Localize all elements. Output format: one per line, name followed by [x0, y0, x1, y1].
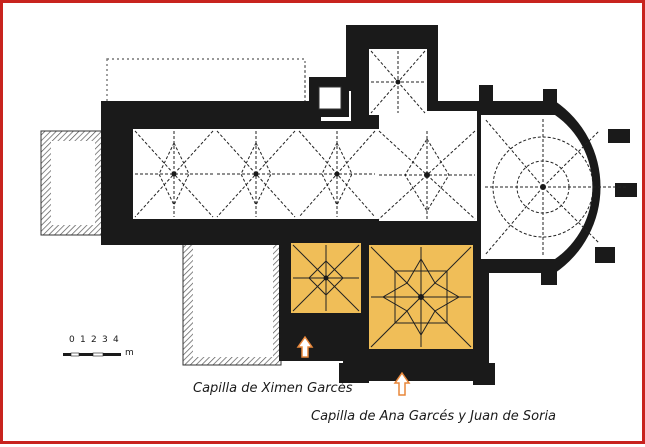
label-ximen-garces: Capilla de Ximen Garcés: [193, 381, 353, 396]
scale-tick-3: 3: [102, 335, 108, 345]
arrow-ana: [393, 371, 411, 396]
scale-tick-1: 1: [80, 335, 86, 345]
scale-tick-4: 4: [113, 335, 119, 345]
west-porch-interior: [51, 141, 95, 225]
south-annex-interior: [193, 245, 273, 357]
tower-annex-interior: [318, 86, 342, 110]
scale-tick-2: 2: [91, 335, 97, 345]
keystone-dots: [171, 79, 546, 300]
arrow-ximen: [296, 335, 314, 358]
scale-bar: [63, 352, 121, 357]
scale-tick-0: 0: [69, 335, 75, 345]
scale-unit: m: [125, 348, 134, 358]
church-floor-plan: [40, 25, 637, 396]
label-ana-garces-juan-de-soria: Capilla de Ana Garcés y Juan de Soria: [311, 409, 557, 424]
